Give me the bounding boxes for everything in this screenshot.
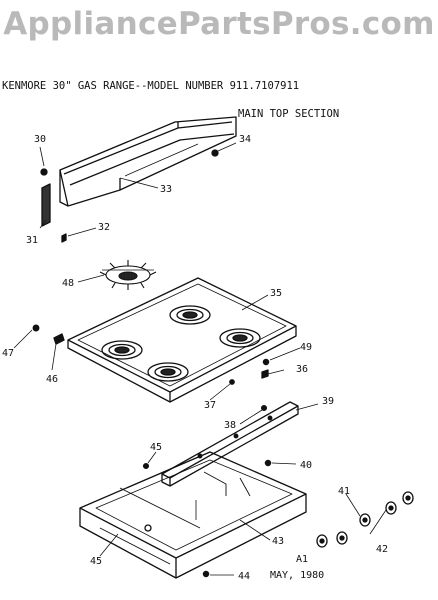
callout-32: 32 [98,222,110,233]
screw-45-top [142,462,150,470]
callout-45-upper: 45 [150,442,162,453]
callout-39: 39 [322,396,334,407]
backguard [59,116,237,207]
part-49 [262,358,270,366]
callout-49: 49 [300,342,312,353]
part-36 [261,369,269,379]
burner-support-bar [161,401,299,487]
callout-34: 34 [239,134,251,145]
callout-47: 47 [2,348,14,359]
part-46 [53,333,65,345]
footer-code: A1 [296,554,308,565]
part-38 [260,404,268,412]
callout-46: 46 [46,374,58,385]
callout-42: 42 [376,544,388,555]
callout-33: 33 [160,184,172,195]
burner-box [79,451,307,579]
section-title: MAIN TOP SECTION [238,108,340,120]
callout-37: 37 [204,400,216,411]
callout-41: 41 [338,486,350,497]
end-cap-bracket [41,183,51,227]
leader-lines [13,142,387,576]
burner-grate [99,260,157,290]
callout-38: 38 [224,420,236,431]
callouts: 30 34 33 32 31 48 35 47 46 49 36 37 38 3… [2,134,388,582]
screw-34 [211,149,219,157]
callout-48: 48 [62,278,74,289]
footer-date: MAY, 1980 [270,570,324,581]
screw-44 [202,570,210,578]
callout-43: 43 [272,536,284,547]
watermark: AppliancePartsPros.com [3,6,435,42]
part-37 [229,379,235,385]
diagram-title: KENMORE 30" GAS RANGE--MODEL NUMBER 911.… [2,80,300,92]
part-47 [32,324,40,332]
screw-32 [61,233,67,243]
callout-36: 36 [296,364,308,375]
callout-31: 31 [26,235,38,246]
main-top [67,277,297,403]
screw-30 [40,168,48,176]
part-40 [264,459,272,467]
control-knobs [316,491,414,548]
callout-35: 35 [270,288,282,299]
callout-30: 30 [34,134,46,145]
callout-44: 44 [238,571,250,582]
callout-45-lower: 45 [90,556,102,567]
callout-40: 40 [300,460,312,471]
